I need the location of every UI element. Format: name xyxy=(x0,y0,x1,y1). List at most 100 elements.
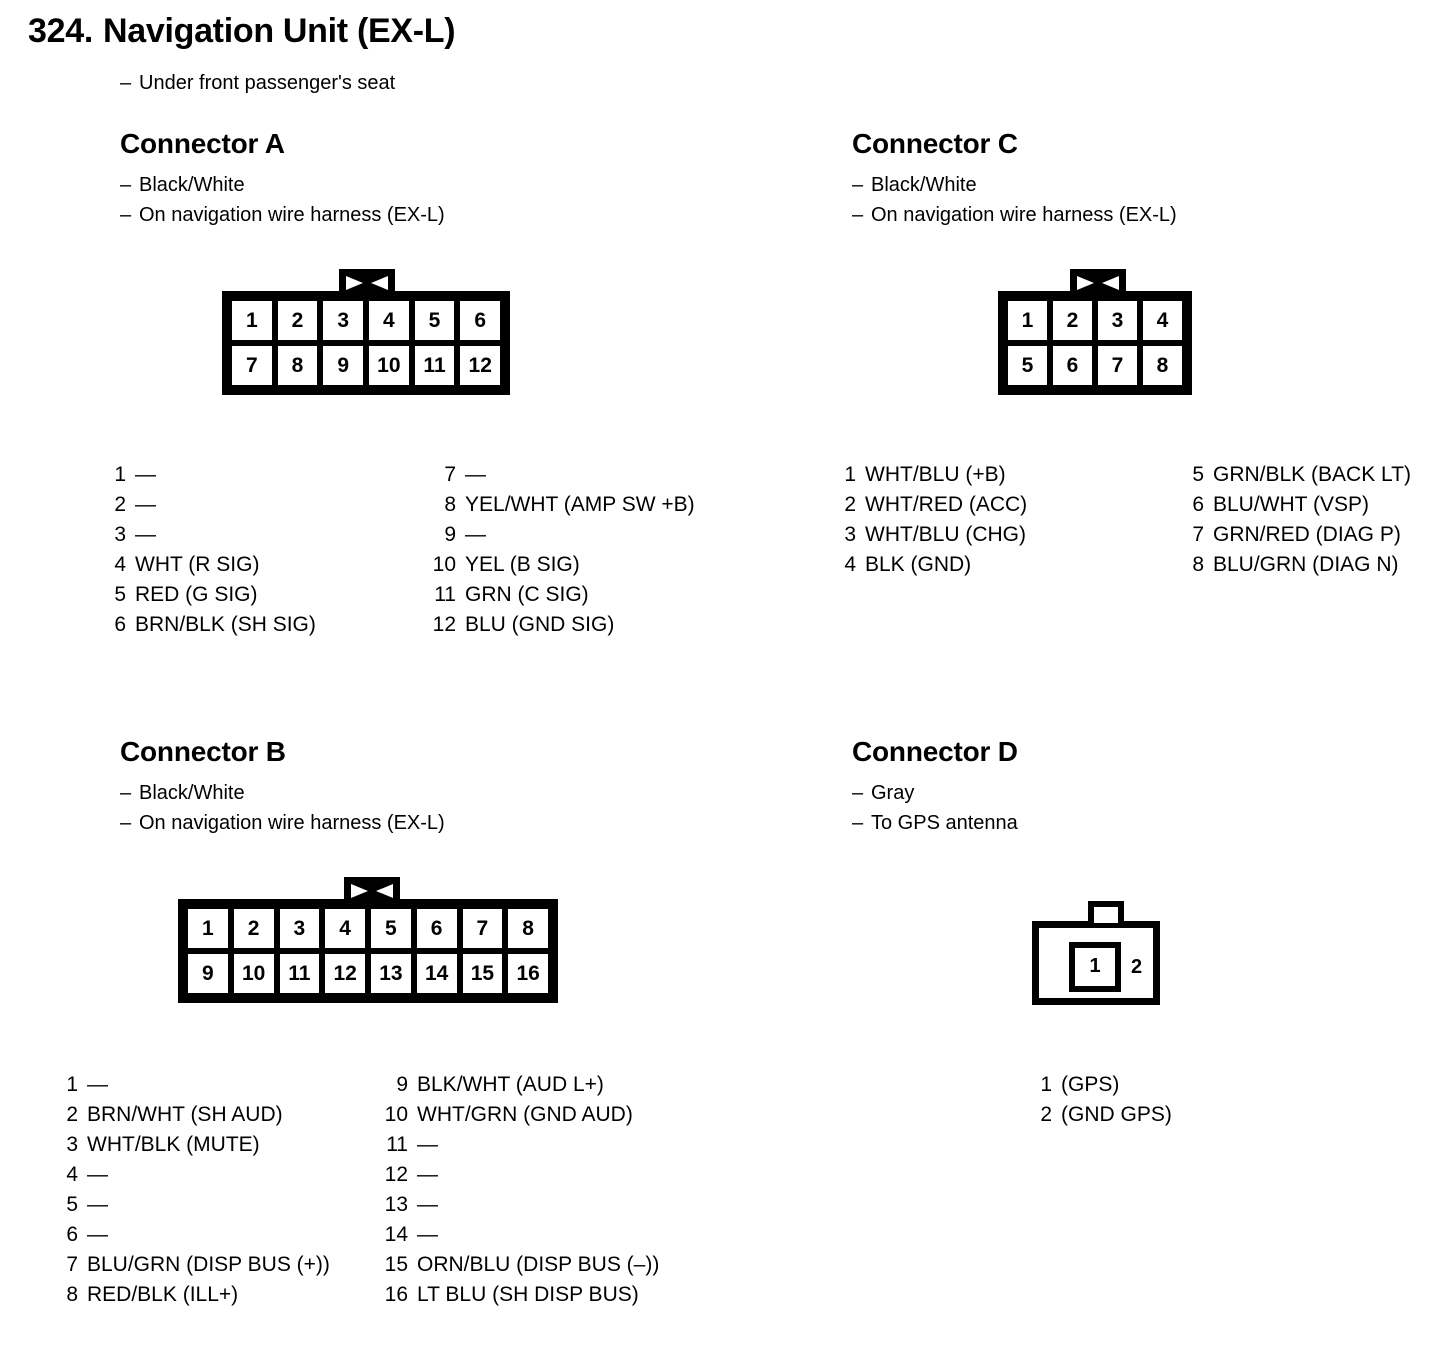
dash-marker: – xyxy=(852,174,864,196)
connector-b-housing: 1 2 3 4 5 6 7 8 9 10 11 12 13 14 15 16 xyxy=(178,876,560,1007)
pin-description: — xyxy=(87,1193,108,1217)
pin-number: 10 xyxy=(384,1103,408,1127)
pin-cell[interactable]: 11 xyxy=(411,342,458,388)
pin-row: 14— xyxy=(378,1220,659,1250)
pin-cell[interactable]: 2 xyxy=(230,905,277,951)
pin-number: 4 xyxy=(66,1163,78,1187)
pin-description: — xyxy=(417,1163,438,1187)
pin-cell[interactable]: 5 xyxy=(1005,342,1050,388)
pin-cell[interactable]: 5 xyxy=(411,297,458,343)
connector-d-note-0-text: Gray xyxy=(871,782,915,804)
pin-description: — xyxy=(417,1223,438,1247)
pin-cell[interactable]: 6 xyxy=(413,905,460,951)
pin-description: GRN (C SIG) xyxy=(465,583,589,607)
pin-row: 1— xyxy=(96,460,426,490)
pin-cell[interactable]: 12 xyxy=(322,950,368,996)
pin-cell[interactable]: 4 xyxy=(322,905,368,951)
bowtie-icon xyxy=(351,882,393,900)
connector-a-row-bottom: 7 8 9 10 11 12 xyxy=(229,342,504,388)
pin-cell[interactable]: 11 xyxy=(276,950,323,996)
pin-cell[interactable]: 2 xyxy=(274,297,321,343)
pin-row: 3— xyxy=(96,520,426,550)
pin-description: GRN/BLK (BACK LT) xyxy=(1213,463,1411,486)
pin-row: 12— xyxy=(378,1160,659,1190)
connector-b-body: 1 2 3 4 5 6 7 8 9 10 11 12 13 14 15 16 xyxy=(178,898,558,1003)
pin-description: WHT/BLK (MUTE) xyxy=(87,1133,260,1157)
pin-cell[interactable]: 3 xyxy=(1095,297,1140,343)
pin-cell[interactable]: 4 xyxy=(366,297,412,343)
pin-cell[interactable]: 6 xyxy=(1050,342,1095,388)
dash-marker: – xyxy=(120,782,132,804)
pin-cell[interactable]: 10 xyxy=(366,342,412,388)
connector-a-notes: –Black/White –On navigation wire harness… xyxy=(120,170,512,231)
pin-cell[interactable]: 8 xyxy=(1140,342,1185,388)
connector-block-b: Connector B –Black/White –On navigation … xyxy=(120,736,560,1007)
pin-cell[interactable]: 1 xyxy=(229,297,275,343)
pin-description: — xyxy=(417,1133,438,1157)
pin-number: 9 xyxy=(444,523,456,547)
pin-cell[interactable]: 8 xyxy=(505,905,551,951)
pin-description: (GND GPS) xyxy=(1061,1103,1172,1127)
connector-a-body: 1 2 3 4 5 6 7 8 9 10 11 12 xyxy=(222,290,510,395)
pin-cell[interactable]: 9 xyxy=(185,950,231,996)
dash-marker: – xyxy=(120,72,132,94)
pin-cell[interactable]: 3 xyxy=(276,905,323,951)
pin-number: 4 xyxy=(844,553,856,577)
connector-b-notes: –Black/White –On navigation wire harness… xyxy=(120,778,560,839)
connector-d-note-0: –Gray xyxy=(852,778,1167,808)
pin-row: 2 (GND GPS) xyxy=(1022,1100,1172,1130)
pin-cell[interactable]: 1 xyxy=(185,905,231,951)
pin-cell[interactable]: 1 xyxy=(1005,297,1050,343)
pin-cell[interactable]: 1 xyxy=(1069,941,1121,992)
pin-cell[interactable]: 7 xyxy=(1095,342,1140,388)
dash-marker: – xyxy=(852,204,864,227)
pin-number: 1 xyxy=(844,463,856,486)
pin-cell[interactable]: 14 xyxy=(413,950,460,996)
bowtie-icon xyxy=(1077,274,1119,292)
pin-cell[interactable]: 15 xyxy=(459,950,506,996)
page-title: 324.Navigation Unit (EX-L) xyxy=(28,12,456,51)
pin-cell[interactable]: 13 xyxy=(368,950,414,996)
connector-a-latch-tab xyxy=(339,268,395,297)
pin-cell[interactable]: 12 xyxy=(457,342,504,388)
pin-description: — xyxy=(135,463,156,486)
pin-number: 1 xyxy=(66,1073,78,1096)
pin-number: 16 xyxy=(384,1283,408,1307)
pin-cell[interactable]: 5 xyxy=(368,905,414,951)
pin-row: 1— xyxy=(48,1070,378,1100)
pin-cell[interactable]: 2 xyxy=(1050,297,1095,343)
pin-cell[interactable]: 4 xyxy=(1140,297,1185,343)
connector-c-housing: 1 2 3 4 5 6 7 8 xyxy=(998,268,1198,399)
pin-description: — xyxy=(417,1193,438,1217)
pin-cell[interactable]: 6 xyxy=(457,297,504,343)
pin-cell[interactable]: 10 xyxy=(230,950,277,996)
pin-cell[interactable]: 7 xyxy=(459,905,506,951)
pin-cell[interactable]: 16 xyxy=(505,950,551,996)
pin-row: 9— xyxy=(426,520,695,550)
pin-cell[interactable]: 3 xyxy=(320,297,367,343)
connector-c-note-1: –On navigation wire harness (EX-L) xyxy=(852,200,1198,230)
pin-number: 5 xyxy=(1192,463,1204,486)
pin-number: 2 xyxy=(1040,1103,1052,1127)
pin-cell[interactable]: 9 xyxy=(320,342,367,388)
dash-marker: – xyxy=(852,812,864,835)
pin-number: 10 xyxy=(432,553,456,577)
pin-cell[interactable]: 7 xyxy=(229,342,275,388)
pin-label-shield[interactable]: 2 xyxy=(1131,955,1143,978)
pin-cell[interactable]: 8 xyxy=(274,342,321,388)
connector-d-note-1: –To GPS antenna xyxy=(852,808,1167,838)
pin-description: BLU/WHT (VSP) xyxy=(1213,493,1369,517)
